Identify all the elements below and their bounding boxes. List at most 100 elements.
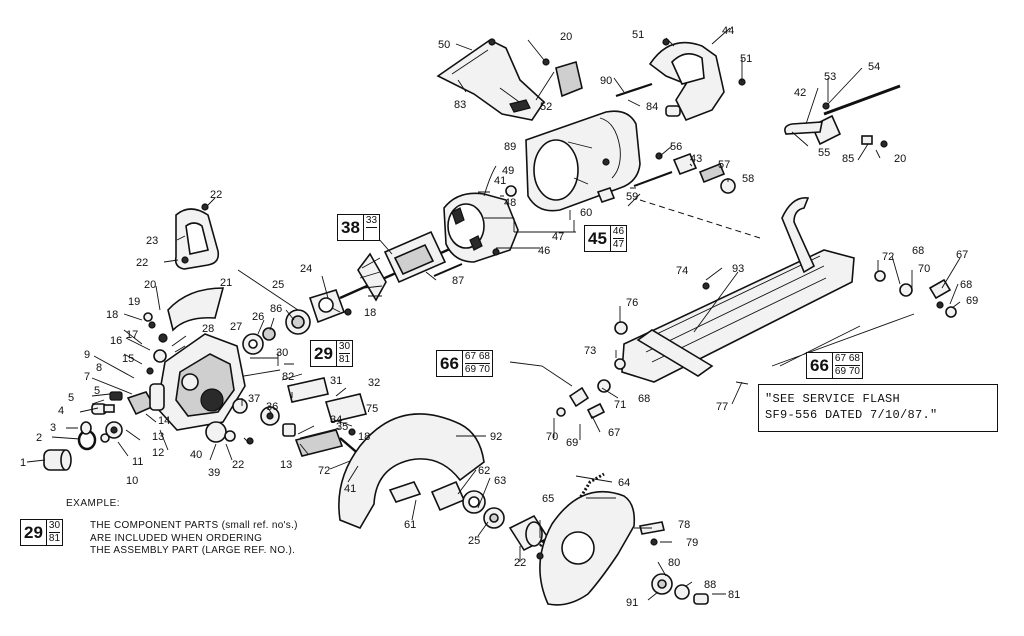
part-67-70-left — [556, 358, 626, 420]
assembly-components: 30 81 — [338, 341, 351, 365]
callout-37: 37 — [248, 393, 260, 405]
callout-72: 72 — [882, 251, 894, 263]
part-43-57-58-brush-holder — [655, 152, 736, 194]
callout-35: 35 — [336, 421, 348, 433]
callout-60: 60 — [580, 207, 592, 219]
part-84 — [861, 135, 873, 145]
callout-89: 90 — [600, 75, 612, 87]
callout-22: 22 — [136, 257, 148, 269]
callout-30: 30 — [276, 347, 288, 359]
part-89-pin — [615, 82, 653, 98]
callout-5: 5 — [68, 392, 74, 404]
part-48-brush — [596, 187, 616, 203]
callout-88: 89 — [504, 141, 516, 153]
callout-34: 34 — [330, 414, 342, 426]
callout-67: 67 — [956, 249, 968, 261]
part-86-pin — [433, 263, 463, 277]
assembly-number: 29 — [311, 341, 337, 366]
part-62-63 — [430, 480, 486, 514]
example-line1: THE COMPONENT PARTS (small ref. no's.) — [90, 520, 298, 531]
part-60-field — [443, 165, 519, 263]
part-88-motor-housing — [525, 110, 641, 212]
callout-10: 10 — [126, 475, 138, 487]
callout-64: 64 — [618, 477, 630, 489]
callout-79: 80 — [668, 557, 680, 569]
callout-70: 70 — [918, 263, 930, 275]
callout-19: 19 — [128, 296, 140, 308]
misc-screws — [181, 38, 888, 560]
service-flash-line2: SF9-556 DATED 7/10/87." — [765, 408, 938, 422]
callout-68: 69 — [566, 437, 578, 449]
callout-7: 7 — [84, 371, 90, 383]
callout-50: 50 — [438, 39, 450, 51]
callout-69: 69 — [966, 295, 978, 307]
part-76 — [636, 329, 714, 377]
callout-58: 58 — [742, 173, 754, 185]
assembly-components: 46 47 — [612, 226, 625, 250]
callout-71: 72 — [318, 465, 330, 477]
callout-18: 18 — [106, 309, 118, 321]
callout-11: 11 — [132, 456, 143, 468]
example-line2: ARE INCLUDED WHEN ORDERING — [90, 532, 263, 544]
callout-14: 14 — [158, 415, 170, 427]
part-82-bracket — [436, 39, 546, 121]
service-flash-line1: "SEE SERVICE FLASH — [765, 392, 901, 406]
example-line3: THE ASSEMBLY PART (LARGE REF. NO.). — [90, 545, 296, 556]
part-49 — [505, 185, 517, 197]
example-legend: EXAMPLE: 29 30 81 THE COMPONENT PARTS (s… — [20, 498, 350, 568]
callout-51: 51 — [632, 29, 644, 41]
part-14 — [149, 383, 165, 411]
callout-20: 20 — [894, 153, 906, 165]
callout-90: 91 — [626, 597, 638, 609]
callout-15: 15 — [122, 353, 134, 365]
part-44-handle — [648, 41, 725, 122]
assembly-box-66-right: 66 67 68 69 70 — [806, 352, 863, 379]
assembly-number: 38 — [338, 215, 364, 240]
callout-53: 53 — [824, 71, 836, 83]
part-52 — [555, 60, 583, 98]
part-75 — [614, 321, 628, 335]
callout-67: 67 — [608, 427, 620, 439]
part-29-gear-case — [156, 333, 246, 431]
callout-40: 40 — [190, 449, 202, 461]
callout-63: 63 — [494, 475, 506, 487]
callout-23: 23 — [146, 235, 158, 247]
callout-22: 22 — [514, 557, 526, 569]
callout-4: 4 — [58, 405, 64, 417]
callout-49: 49 — [502, 165, 514, 177]
part-65-flange — [508, 514, 550, 552]
assembly-box-45: 45 46 47 — [584, 225, 628, 252]
callout-22: 22 — [210, 189, 222, 201]
callout-91: 92 — [490, 431, 502, 443]
callout-labels: 1 2 3 4 5 5 7 8 9 10 11 12 13 13 14 15 1… — [20, 25, 978, 609]
part-26 — [262, 327, 276, 341]
part-15-19-screws — [143, 312, 168, 375]
callout-51: 51 — [740, 53, 752, 65]
callout-61: 61 — [404, 519, 416, 531]
callout-44: 44 — [722, 25, 734, 37]
part-1-cap — [43, 449, 72, 471]
part-27-washer — [242, 333, 264, 355]
callout-68: 68 — [912, 245, 924, 257]
callout-56: 56 — [670, 141, 682, 153]
callout-9: 9 — [84, 349, 90, 361]
callout-74: 75 — [366, 403, 378, 415]
assembly-number: 29 — [21, 520, 47, 545]
callout-69: 70 — [546, 431, 558, 443]
part-23-handle — [174, 208, 220, 270]
part-31-32-plate — [287, 377, 368, 423]
part-3-ring — [80, 421, 92, 435]
part-67-70-right — [874, 270, 957, 318]
part-83 — [665, 105, 681, 117]
callout-20: 20 — [144, 279, 156, 291]
callout-73: 74 — [676, 265, 688, 277]
callout-32: 32 — [368, 377, 380, 389]
callout-5: 5 — [94, 385, 100, 397]
callout-77: 78 — [678, 519, 690, 531]
callout-55: 55 — [818, 147, 830, 159]
callout-18: 18 — [364, 307, 376, 319]
callout-81: 82 — [282, 371, 294, 383]
callout-12: 12 — [152, 447, 164, 459]
assembly-box-29: 29 30 81 — [310, 340, 354, 367]
